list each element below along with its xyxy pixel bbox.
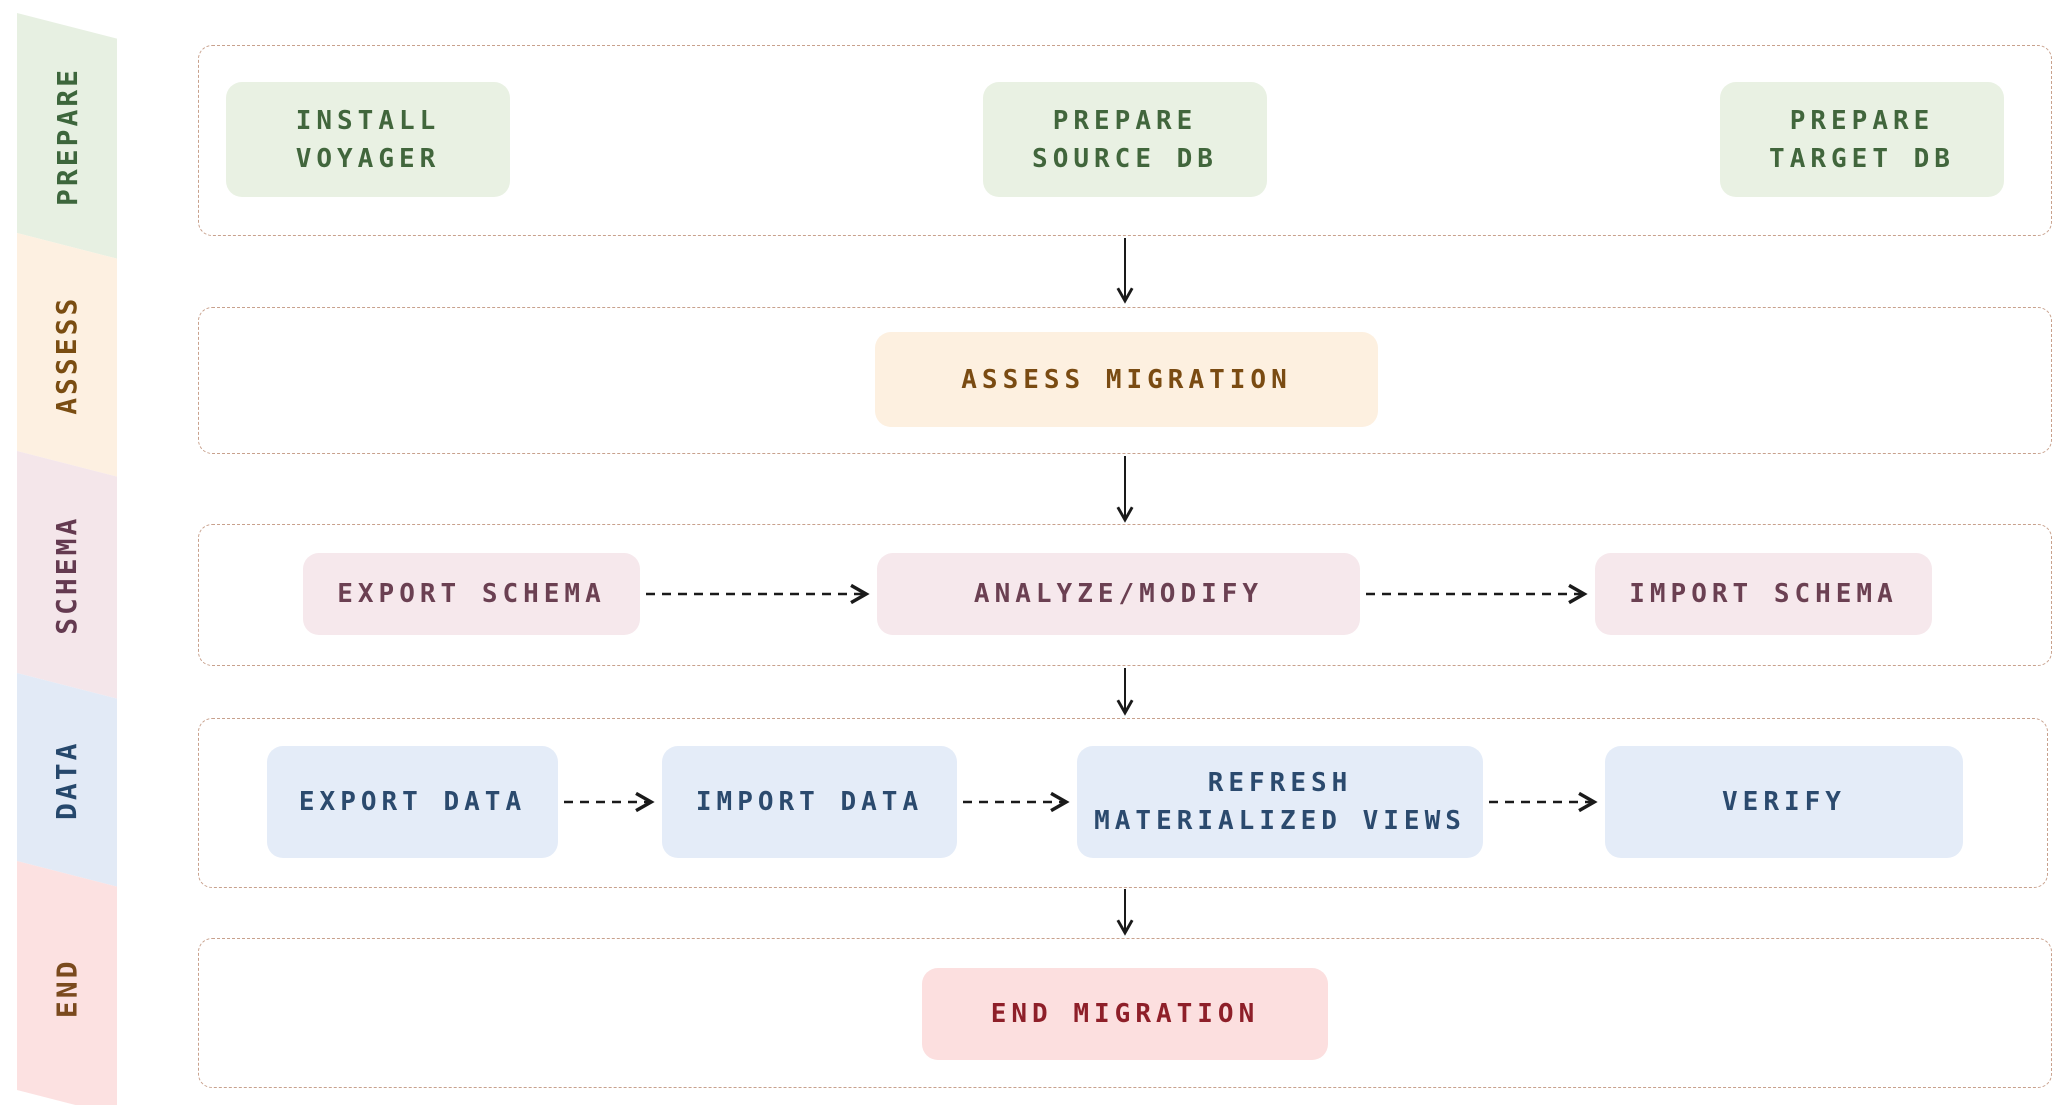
node-import-data[interactable]: IMPORT DATA	[662, 746, 957, 858]
sidebar-segment-assess: ASSESS	[17, 233, 117, 477]
sidebar-label-end: END	[50, 958, 84, 1019]
sidebar-segment-end: END	[17, 861, 117, 1105]
node-import-data-label: IMPORT DATA	[695, 787, 924, 817]
lane-end	[198, 938, 2052, 1088]
lane-assess	[198, 307, 2052, 454]
node-export-data[interactable]: EXPORT DATA	[267, 746, 558, 858]
sidebar-segment-data: DATA	[17, 673, 117, 887]
node-verify[interactable]: VERIFY	[1605, 746, 1963, 858]
node-prepare-target-db-label: PREPARE TARGET DB	[1769, 105, 1955, 174]
node-install-voyager[interactable]: INSTALL VOYAGER	[226, 82, 510, 197]
node-export-schema-label: EXPORT SCHEMA	[337, 579, 606, 609]
sidebar-segment-prepare: PREPARE	[17, 13, 117, 259]
node-prepare-target-db[interactable]: PREPARE TARGET DB	[1720, 82, 2004, 197]
node-import-schema[interactable]: IMPORT SCHEMA	[1595, 553, 1932, 635]
sidebar-label-prepare: PREPARE	[50, 66, 84, 206]
lane-prepare	[198, 45, 2052, 236]
node-end-migration-label: END MIGRATION	[990, 999, 1260, 1029]
node-export-schema[interactable]: EXPORT SCHEMA	[303, 553, 640, 635]
node-analyze-modify[interactable]: ANALYZE/MODIFY	[877, 553, 1360, 635]
node-analyze-modify-label: ANALYZE/MODIFY	[973, 579, 1264, 609]
node-prepare-source-db-label: PREPARE SOURCE DB	[1032, 105, 1218, 174]
node-assess-migration[interactable]: ASSESS MIGRATION	[875, 332, 1378, 427]
sidebar-label-data: DATA	[50, 740, 84, 820]
sidebar-segment-schema: SCHEMA	[17, 451, 117, 699]
node-assess-migration-label: ASSESS MIGRATION	[961, 364, 1292, 395]
lane-data	[198, 718, 2048, 888]
node-end-migration[interactable]: END MIGRATION	[922, 968, 1328, 1060]
node-refresh-materialized-views-label: REFRESH MATERIALIZED VIEWS	[1094, 768, 1466, 836]
node-install-voyager-label: INSTALL VOYAGER	[295, 105, 441, 174]
node-refresh-materialized-views[interactable]: REFRESH MATERIALIZED VIEWS	[1077, 746, 1483, 858]
lane-schema	[198, 524, 2052, 666]
node-import-schema-label: IMPORT SCHEMA	[1629, 579, 1898, 609]
sidebar-label-schema: SCHEMA	[50, 515, 84, 635]
sidebar-label-assess: ASSESS	[50, 295, 84, 415]
phase-sidebar: PREPARE ASSESS SCHEMA DATA END	[17, 13, 117, 1105]
node-export-data-label: EXPORT DATA	[298, 787, 527, 817]
node-verify-label: VERIFY	[1722, 787, 1846, 817]
node-prepare-source-db[interactable]: PREPARE SOURCE DB	[983, 82, 1267, 197]
